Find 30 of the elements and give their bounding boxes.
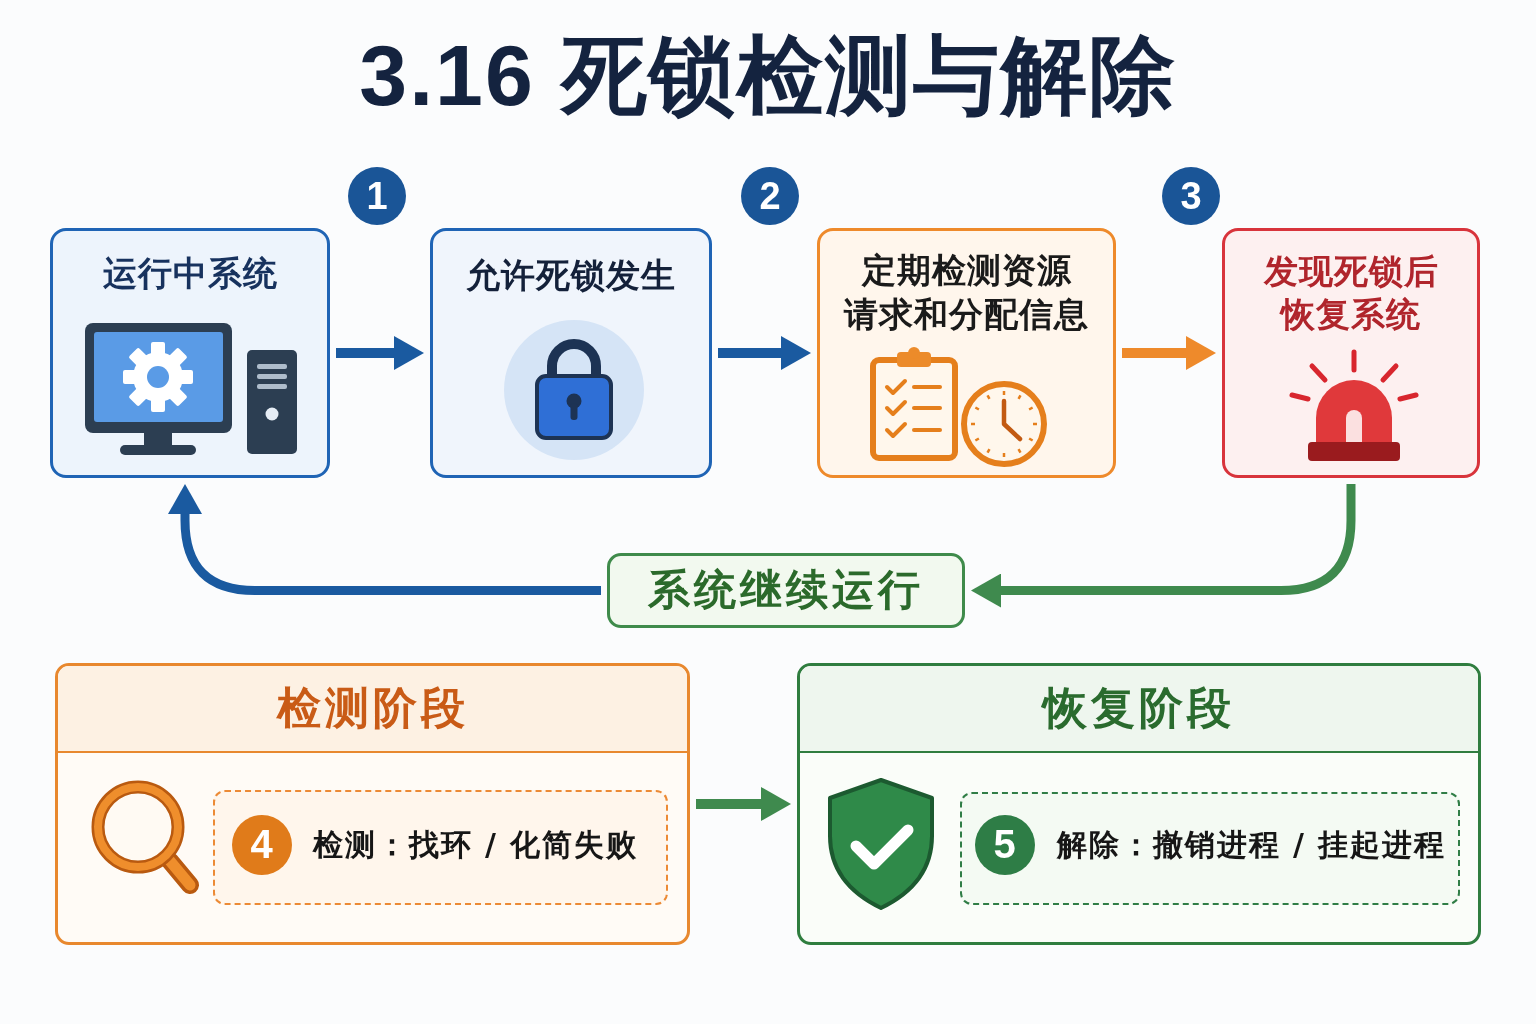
arrow [718, 336, 811, 370]
process-box [50, 228, 330, 478]
step-number-badge: 2 [741, 167, 799, 225]
step-number-badge: 3 [1162, 167, 1220, 225]
step-box [213, 790, 668, 905]
arrow [168, 484, 601, 595]
phase-panel [797, 663, 1481, 945]
number-badge: 5 [974, 814, 1035, 875]
step-text: 检测：找环 / 化简失败 [312, 826, 639, 863]
phase-panel [55, 663, 690, 945]
arrow [1122, 336, 1216, 370]
process-box [1222, 228, 1480, 478]
box-label: 发现死锁后恢复系统 [1262, 250, 1440, 336]
box-label: 定期检测资源请求和分配信息 [842, 249, 1090, 336]
diagram-title: 3.16 死锁检测与解除 [359, 28, 1177, 123]
step-text: 解除：撤销进程 / 挂起进程 [1056, 826, 1447, 863]
arrow [971, 484, 1356, 608]
process-box [430, 228, 712, 478]
box-label: 允许死锁发生 [466, 255, 676, 296]
process-box [817, 228, 1116, 478]
step-box [960, 792, 1460, 905]
result-box [607, 553, 965, 628]
arrow [336, 336, 424, 370]
panel-heading: 检测阶段 [58, 666, 687, 753]
arrow [696, 787, 791, 821]
panel-heading: 恢复阶段 [800, 666, 1478, 753]
box-label: 系统继续运行 [648, 565, 924, 616]
step-number-badge: 1 [348, 167, 406, 225]
box-label: 运行中系统 [102, 253, 278, 294]
number-badge: 4 [231, 814, 292, 875]
